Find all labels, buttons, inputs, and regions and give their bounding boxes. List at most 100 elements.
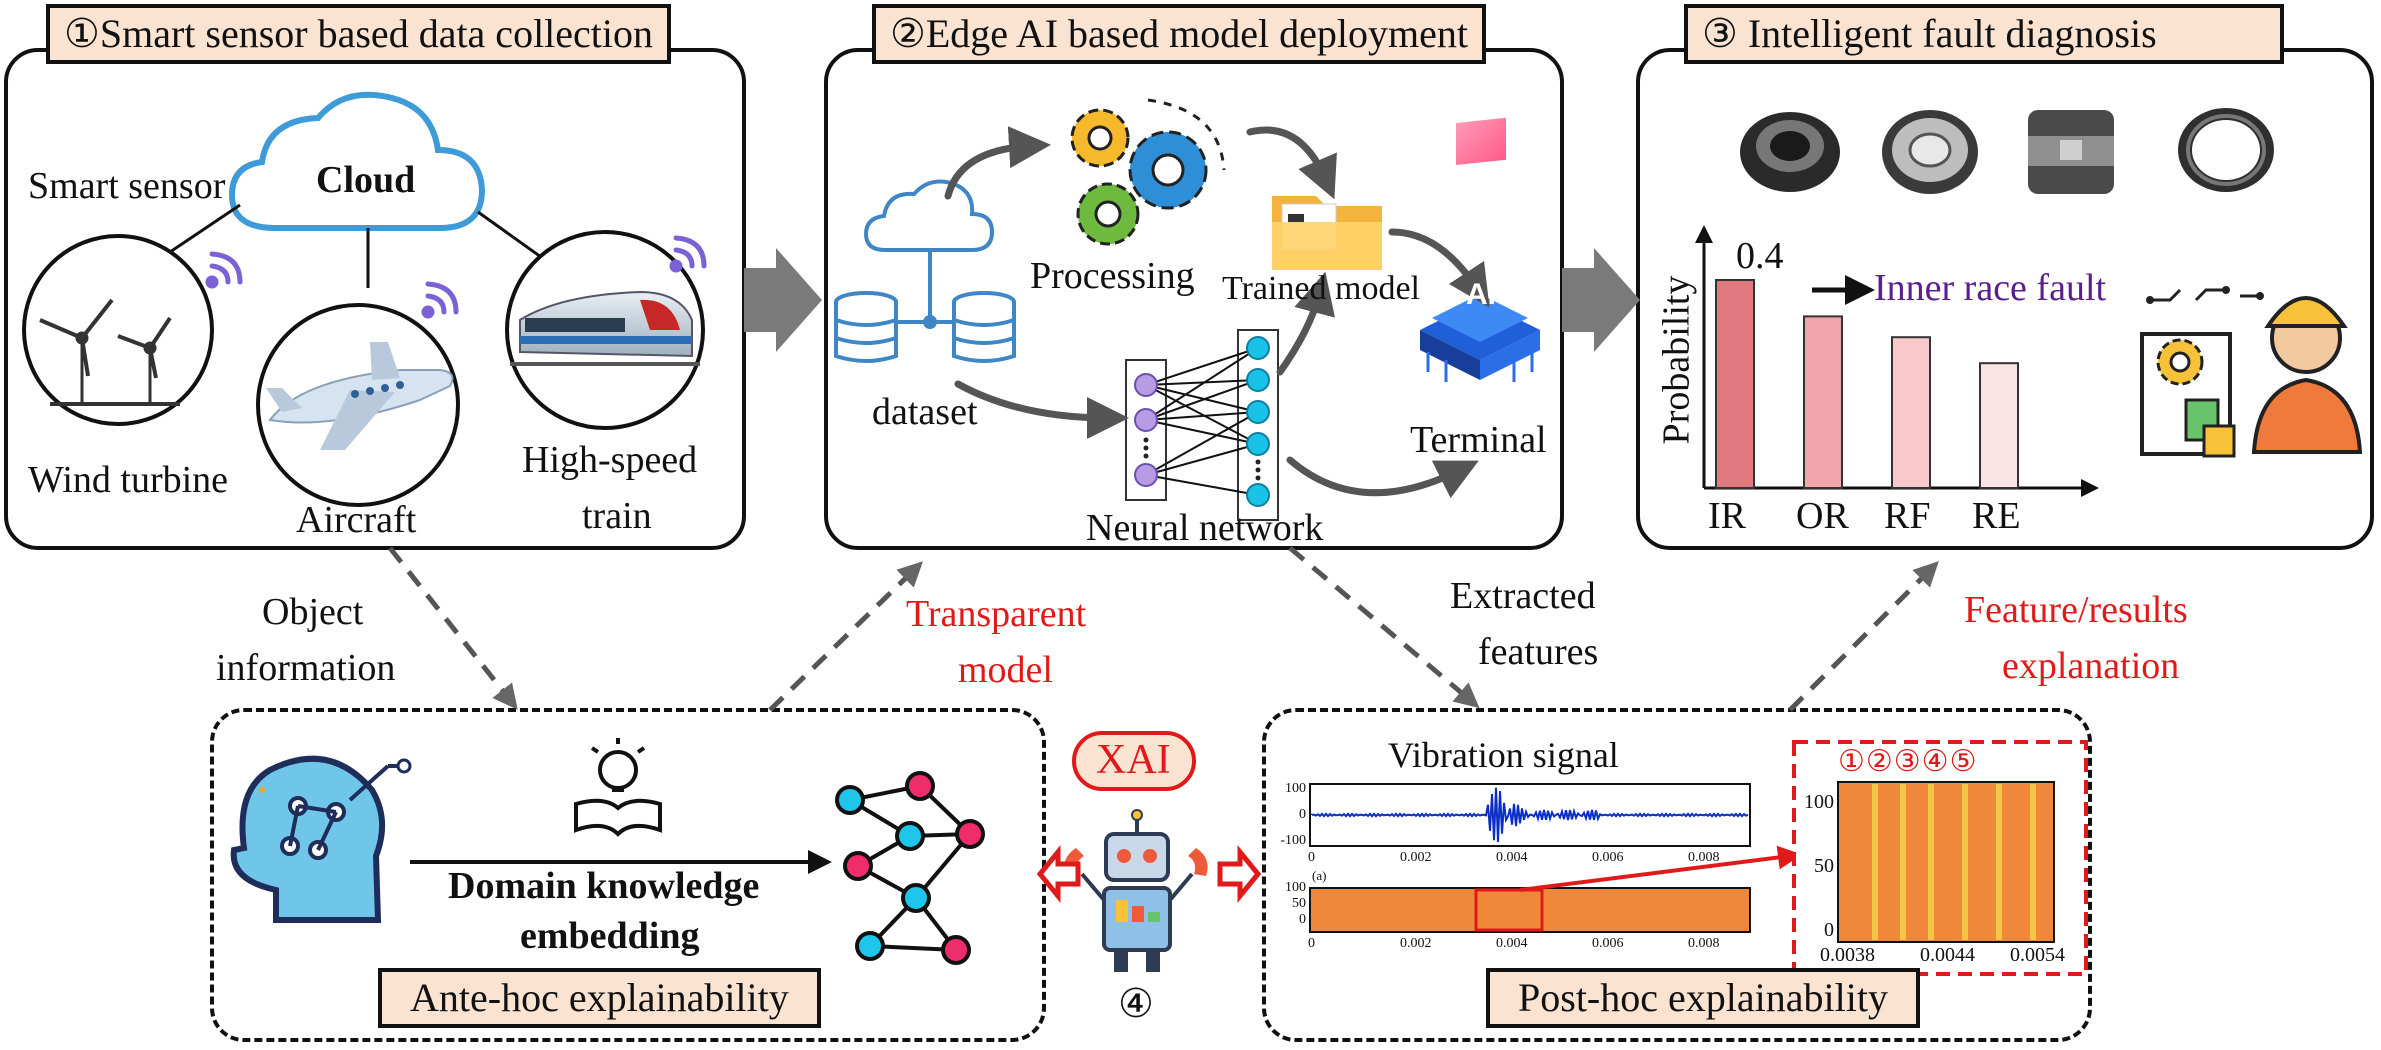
xai-badge [1072, 731, 1196, 791]
wind-turbine-circle [22, 234, 214, 426]
gears-icon [1070, 98, 1226, 246]
bar-or [1803, 315, 1843, 489]
xai-number: ④ [1118, 981, 1154, 1026]
bearing-ir-icon [1740, 112, 1840, 192]
train-label-1: High-speed [522, 439, 698, 481]
zoom-box [1474, 888, 1544, 932]
category-label-rf: RF [1884, 495, 1931, 537]
domain-knowledge-label-1: Domain knowledge [448, 865, 760, 907]
neural-network-icon [1125, 329, 1279, 521]
tick-label: 0 [1299, 807, 1306, 822]
zoom-markers: ①②③④⑤ [1838, 745, 1978, 778]
tick-label: 0.006 [1592, 936, 1624, 951]
wifi-icon-1 [205, 251, 243, 289]
peak-value-label: 0.4 [1736, 235, 1784, 277]
flow-arrow-1 [744, 248, 822, 352]
bearing-or-icon [1882, 110, 1978, 194]
dataset-label: dataset [872, 391, 978, 433]
zoom-stripe [1900, 784, 1906, 940]
section2-tag: ②Edge AI based model deployment [872, 4, 1486, 64]
wifi-icon-3 [669, 235, 707, 273]
smart-sensor-label: Smart sensor [28, 165, 226, 207]
bar-ir [1715, 279, 1755, 489]
terminal-label: Terminal [1410, 419, 1547, 461]
tick-label: 0 [1299, 912, 1306, 927]
ai-chip-label: AI [1466, 278, 1496, 311]
zoom-spectrogram [1792, 740, 2088, 976]
object-info-label-2: information [216, 647, 396, 689]
transparent-model-label-2: model [958, 649, 1053, 691]
wind-turbine-icon [39, 298, 180, 406]
ai-chip-icon [1420, 117, 1540, 382]
xai-label: XAI [1096, 737, 1171, 783]
domain-knowledge-label-2: embedding [520, 915, 700, 957]
tick-label: 50 [1814, 855, 1834, 877]
spectrogram-y-ticks: 100 50 0 [1276, 880, 1306, 928]
tick-label: -100 [1280, 833, 1306, 848]
zoom-stripe [1928, 784, 1934, 940]
extracted-features-label-1: Extracted [1450, 575, 1596, 617]
engineer-icon [2140, 286, 2363, 458]
wind-turbine-label: Wind turbine [28, 459, 229, 501]
tick-label: 0.008 [1688, 936, 1720, 951]
tick-label: 100 [1804, 791, 1834, 813]
zoom-stripe [2030, 784, 2036, 940]
tick-label: 0.0044 [1920, 944, 1975, 966]
folder-icon [1272, 196, 1382, 270]
zoom-y-ticks: 100 50 0 [1796, 770, 1834, 962]
tick-label: 50 [1292, 896, 1306, 911]
tick-label: 0.0054 [2010, 944, 2065, 966]
bearing-re-icon [2178, 108, 2274, 192]
inner-race-fault-label: Inner race fault [1874, 267, 2107, 309]
zoom-stripe [1962, 784, 1968, 940]
tick-label: 0 [1308, 936, 1315, 951]
zoom-arrow [1519, 845, 1802, 892]
wifi-icon-2 [421, 281, 459, 319]
cloud-icon [228, 91, 486, 231]
category-label-or: OR [1796, 495, 1849, 537]
neural-network-label: Neural network [1086, 507, 1324, 549]
tick-label: 0.002 [1400, 936, 1432, 951]
tick-label: 0.006 [1592, 850, 1624, 865]
tick-label: 0 [1308, 850, 1315, 865]
tick-label: 0.002 [1400, 850, 1432, 865]
probability-axis-label: Probability [1655, 275, 1698, 445]
zoom-stripe [1996, 784, 2002, 940]
cloud-label: Cloud [316, 159, 416, 201]
category-label-re: RE [1972, 495, 2021, 537]
tick-label: 0 [1824, 919, 1834, 941]
aircraft-icon [266, 342, 454, 450]
tick-label: 0.008 [1688, 850, 1720, 865]
xai-left-arrow [1036, 844, 1081, 904]
bar-rf [1891, 336, 1931, 490]
xai-robot-icon [1064, 809, 1208, 972]
zoom-stripe [1872, 784, 1878, 940]
section1-tag: ①Smart sensor based data collection [46, 4, 672, 64]
transparent-model-label-1: Transparent [906, 593, 1087, 635]
trained-model-label: Trained model [1222, 270, 1421, 307]
tick-label: 100 [1285, 781, 1306, 796]
train-icon [510, 290, 700, 366]
panel-a-label: (a) [1312, 868, 1327, 883]
vibration-signal-title: Vibration signal [1388, 735, 1619, 775]
bearing-rf-icon [2028, 110, 2114, 194]
tick-label: 0.004 [1496, 850, 1528, 865]
knowledge-graph-icon [835, 771, 985, 965]
train-label-2: train [582, 495, 652, 537]
tick-label: 0.004 [1496, 936, 1528, 951]
feature-explanation-label-2: explanation [2002, 645, 2180, 687]
feature-explanation-label-1: Feature/results [1964, 589, 2188, 631]
aircraft-label: Aircraft [296, 499, 417, 541]
dataset-icon [834, 179, 1016, 363]
bar-chart-bars [1715, 279, 2019, 490]
post-hoc-tag: Post-hoc explainability [1486, 968, 1920, 1028]
book-lightbulb-icon [574, 738, 662, 837]
xai-right-arrow [1217, 844, 1262, 904]
ante-hoc-tag: Ante-hoc explainability [378, 968, 821, 1028]
object-info-label-1: Object [262, 591, 364, 633]
category-label-ir: IR [1708, 495, 1746, 537]
vibration-signal-plot [1309, 783, 1751, 847]
processing-label: Processing [1030, 255, 1195, 297]
tick-label: 100 [1285, 880, 1306, 895]
